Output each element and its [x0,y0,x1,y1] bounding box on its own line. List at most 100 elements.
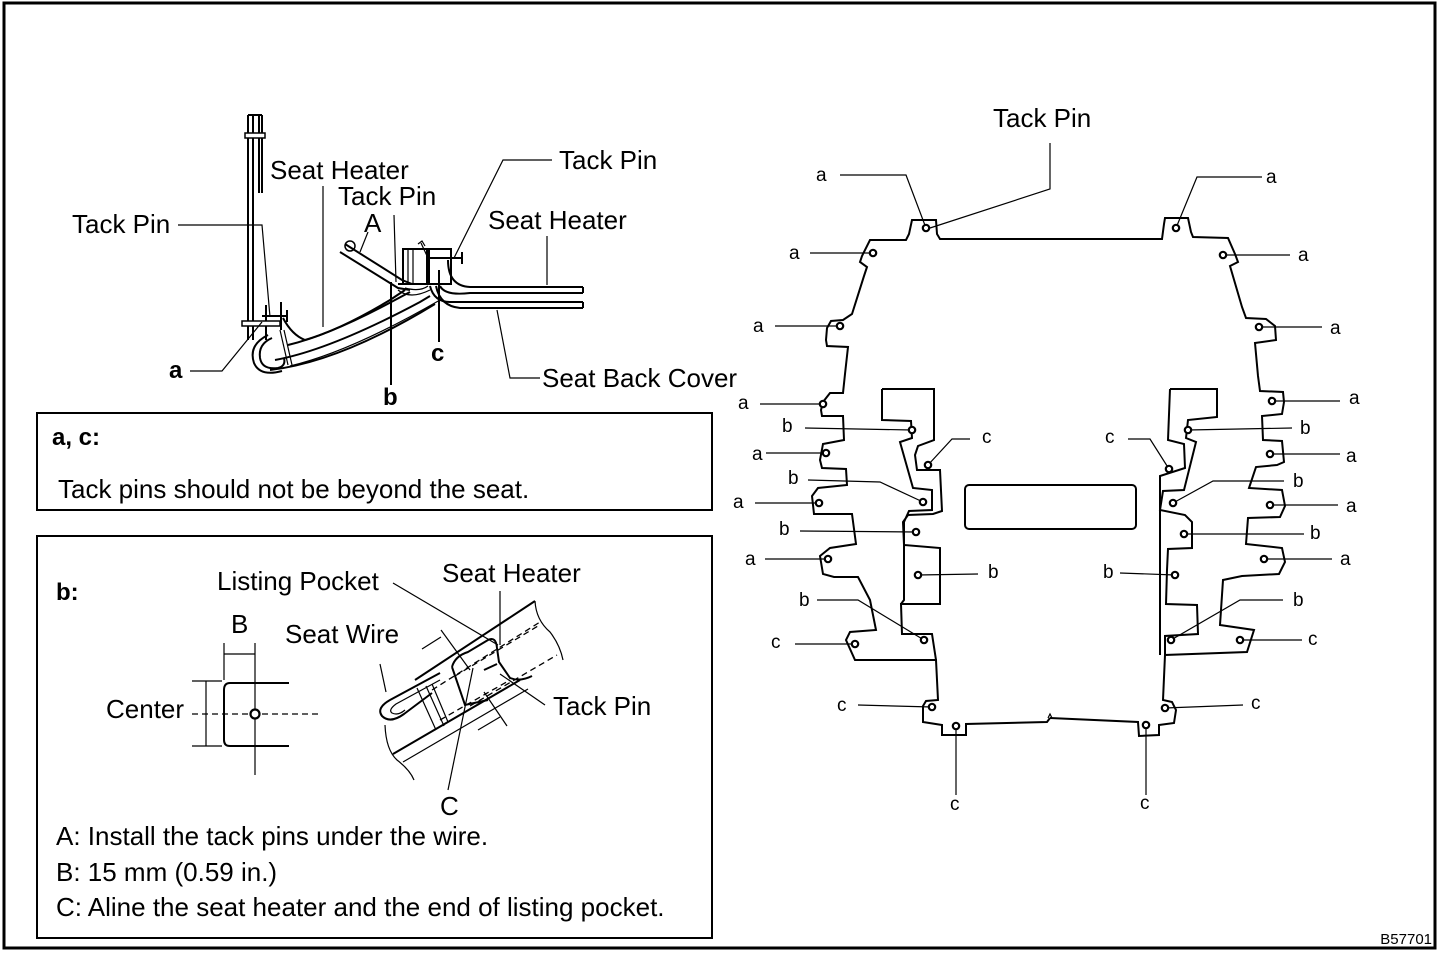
tack-pin-dot-b [1170,570,1180,580]
tack-pin-dot-a [821,448,831,458]
tack-pin-dot-a [1259,554,1269,564]
label-tack-pin-title: Tack Pin [993,103,1091,133]
tack-pin-label-b: b [1293,590,1304,611]
note-ac-heading: a, c: [52,424,101,451]
figure-code: B57701 [1380,931,1432,948]
tack-pin-dot-b [918,497,928,507]
heater-outline-right [1048,217,1287,738]
leader-seat-back-cover [496,309,540,379]
label-callout-A: A [364,208,382,238]
label-point-b: b [383,384,398,411]
note-box-ac: a, c: Tack pins should not be beyond the… [36,412,713,511]
seat-heater-layer [269,289,441,371]
tack-pin-dot-c [923,460,933,470]
leader-lines-left [178,159,552,385]
label-dimension-B: B [231,609,248,639]
label-point-a: a [169,357,183,384]
leader-listing-pocket [392,582,499,646]
tack-pin-label-b: b [1103,562,1114,583]
seat-wire-hook [379,672,441,721]
tack-pin-label-b: b [988,562,999,583]
tack-pin-dot-c [951,721,961,731]
listing-pocket-detail: Listing Pocket Seat Heater Seat Wire Tac… [217,558,651,821]
pocket-outline [223,682,289,747]
pin-leader-b [807,479,924,503]
leader-C [447,667,474,791]
pin-leader-b [799,530,917,533]
note-box-b: b: A: Install the tack pins under the wi… [36,535,713,939]
tack-pin-label-c: c [1251,693,1261,714]
label-seat-heater-b: Seat Heater [442,558,581,588]
tack-pin-label-a: a [1298,245,1309,266]
pin-leader-a [840,174,927,229]
tack-pin-dot-c [850,639,860,649]
tack-pin-dot-b [919,635,929,645]
tack-pin-dot-b [907,425,917,435]
center-cutout [964,484,1137,530]
leader-a [190,321,263,372]
tack-pin-dot-c [1141,720,1151,730]
tack-pin-label-a: a [1349,388,1360,409]
pin-leader-b [1187,427,1293,431]
pin-position-detail: B Center [106,609,318,775]
tack-pin-marker [483,663,498,671]
label-tack-pin-b: Tack Pin [553,691,651,721]
label-seat-back-cover: Seat Back Cover [542,363,737,393]
tack-pin-dot-a [814,498,824,508]
tack-pin-label-b: b [782,416,793,437]
tack-pin-label-a: a [1346,496,1357,517]
tack-pin-dot-a [868,248,878,258]
tack-pin-label-a: a [738,393,749,414]
tack-pin-label-b: b [799,590,810,611]
leader-tack-pin-title [929,143,1051,229]
label-seat-wire: Seat Wire [285,619,399,649]
tack-pin-dot-c [1235,635,1245,645]
tack-pin-label-b: b [1293,471,1304,492]
tack-pin-dot-a [1267,396,1277,406]
tack-pin-label-a: a [1346,446,1357,467]
tack-pin-dot-b [1179,529,1189,539]
pin-leader-b [817,599,925,641]
tack-pin-dot-b [913,570,923,580]
leader-tack-pin-right [453,159,552,259]
tack-pin-dot-a [1254,322,1264,332]
pin-leader-b [1170,599,1283,641]
tack-pin-label-a: a [745,549,756,570]
tack-pin-markers [755,174,1340,795]
tack-pin-dot-b [1168,498,1178,508]
tack-pin-position-dot [249,708,261,720]
pin-leader-a [1175,176,1262,229]
heater-inner-right [1158,388,1218,655]
tack-pin-dot-c [1164,464,1174,474]
pin-leader-b [1172,480,1284,504]
leader-tack-pin-b [499,673,546,706]
pin-leader-b [804,427,913,431]
tack-pin-label-c: c [1140,793,1150,814]
tack-pin-label-b: b [779,519,790,540]
label-C: C [440,791,459,821]
note-b-line-C: C: Aline the seat heater and the end of … [56,892,665,922]
tack-pin-assembly [397,240,584,309]
pin-leader-c [1164,704,1244,709]
label-tack-pin-mid: Tack Pin [338,181,436,211]
tack-pin-dot-a [1265,449,1275,459]
label-listing-pocket: Listing Pocket [217,566,380,596]
label-center: Center [106,694,184,724]
label-point-c: c [431,340,444,367]
note-b-heading: b: [56,579,79,606]
label-tack-pin-left: Tack Pin [72,209,170,239]
tack-pin-label-a: a [752,444,763,465]
tack-pin-label-b: b [1300,418,1311,439]
tack-pin-label-a: a [1340,549,1351,570]
pin-leader-c [927,438,970,466]
tack-pin-label-c: c [837,695,847,716]
tack-pin-label-a: a [1330,318,1341,339]
tack-pin-dot-a [823,554,833,564]
tack-pin-dot-a [921,223,931,233]
tack-pin-label-b: b [788,468,799,489]
heater-inner-left [881,388,944,661]
leader-seat-wire [379,663,387,693]
tack-pin-dot-c [1160,703,1170,713]
